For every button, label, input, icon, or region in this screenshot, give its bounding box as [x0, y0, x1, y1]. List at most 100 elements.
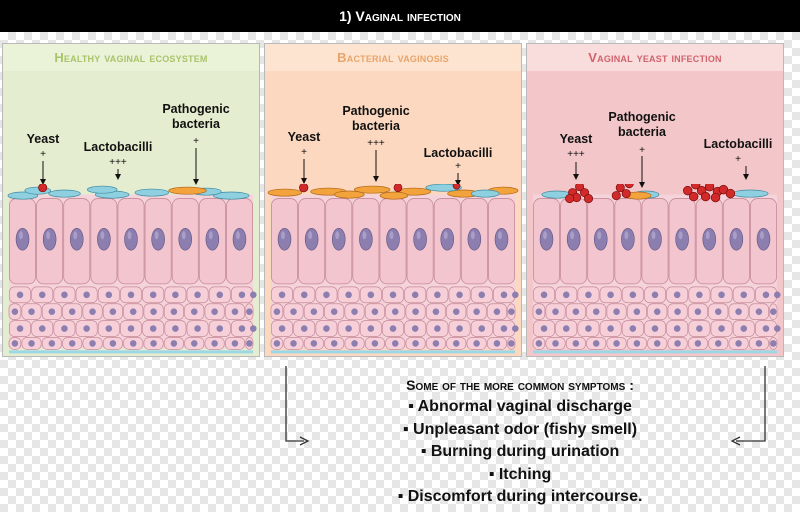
basal-nucleus [68, 308, 76, 315]
basal-nucleus [38, 325, 46, 332]
basal-nucleus [238, 325, 246, 332]
basal-nucleus [674, 340, 681, 347]
nucleus-highlight [651, 231, 656, 240]
nucleus-highlight [760, 231, 764, 240]
basal-nucleus [211, 340, 218, 347]
basal-nucleus [48, 308, 56, 315]
pathogenic-bacterium [267, 188, 303, 197]
sign-lactobacilli: + [735, 154, 741, 165]
basal-nucleus [389, 325, 397, 332]
basal-nucleus [562, 291, 570, 299]
pathogenic-bacterium [353, 185, 391, 194]
page-title: 1) Vaginal infection [0, 0, 800, 32]
yeast-cell [565, 194, 575, 204]
basal-nucleus [535, 340, 543, 347]
cell-nucleus [151, 228, 165, 251]
cell-nucleus [566, 228, 581, 251]
yeast-cell [615, 184, 625, 193]
basal-nucleus [127, 325, 135, 332]
basal-nucleus [127, 291, 135, 299]
nucleus-highlight [281, 231, 286, 240]
basal-nucleus [105, 291, 113, 299]
basal-nucleus [273, 340, 281, 347]
nucleus-highlight [732, 231, 737, 240]
basal-nucleus [508, 308, 515, 315]
nucleus-highlight [19, 231, 24, 240]
cell-nucleus [440, 228, 454, 251]
basal-nucleus [16, 325, 24, 332]
basal-nucleus [493, 340, 501, 347]
basal-nucleus [194, 291, 201, 299]
nucleus-highlight [181, 231, 186, 240]
basal-nucleus [456, 325, 463, 332]
basal-nucleus [11, 308, 19, 315]
basal-nucleus [714, 308, 722, 315]
basal-nucleus [552, 340, 559, 347]
cell-nucleus [467, 228, 482, 251]
basal-nucleus [540, 291, 548, 299]
cell-nucleus [42, 228, 57, 251]
nucleus-highlight [443, 231, 448, 240]
sign-yeast: + [301, 147, 307, 158]
basal-nucleus [478, 291, 486, 299]
basal-nucleus [89, 308, 96, 315]
symptoms-title: Some of the more common symptoms : [406, 377, 634, 393]
basal-nucleus [83, 291, 90, 299]
basal-nucleus [434, 291, 441, 299]
nucleus-highlight [597, 231, 602, 240]
basal-nucleus [674, 308, 681, 315]
basal-nucleus [290, 340, 297, 347]
basal-nucleus [250, 291, 257, 299]
basal-nucleus [540, 325, 548, 332]
basal-nucleus [696, 325, 703, 332]
label-yeast: Yeast [559, 132, 593, 146]
yeast-cell [393, 184, 403, 192]
basal-nucleus [694, 340, 702, 347]
basal-nucleus [278, 325, 286, 332]
basal-nucleus [411, 325, 419, 332]
basal-nucleus [109, 340, 117, 347]
basal-nucleus [478, 325, 486, 332]
lactobacillus [86, 185, 118, 194]
basal-nucleus [391, 308, 399, 315]
label-lactobacilli: Lactobacilli [423, 146, 493, 160]
basal-nucleus [412, 340, 419, 347]
symptom-item: ▪ Itching [488, 465, 552, 483]
symptom-item: ▪ Discomfort during intercourse. [397, 488, 643, 505]
yeast-cell [688, 191, 699, 202]
basal-nucleus [216, 291, 224, 299]
arrows [40, 148, 199, 185]
nucleus-highlight [236, 231, 240, 240]
sign-yeast: +++ [567, 149, 585, 160]
basal-nucleus [300, 291, 308, 299]
basal-nucleus [28, 340, 35, 347]
yeast-cell [575, 184, 585, 192]
lactobacillus [48, 189, 81, 198]
cell-nucleus [756, 228, 771, 251]
basal-nucleus [762, 325, 770, 332]
basal-nucleus [633, 340, 641, 347]
basal-nucleus [109, 308, 117, 315]
arrows [573, 156, 749, 188]
cell-nucleus [97, 228, 111, 251]
basal-nucleus [48, 340, 56, 347]
basal-nucleus [535, 308, 543, 315]
basal-nucleus [696, 291, 703, 299]
basal-nucleus [83, 325, 90, 332]
basal-nucleus [323, 325, 330, 332]
basal-nucleus [585, 291, 592, 299]
nucleus-highlight [678, 231, 683, 240]
basal-nucleus [149, 325, 157, 332]
cell-nucleus [729, 228, 744, 251]
basal-nucleus [651, 325, 659, 332]
cell-nucleus [359, 228, 373, 251]
panel-title: Bacterial vaginosis [265, 44, 521, 71]
cell-nucleus [70, 228, 84, 251]
basal-nucleus [585, 325, 592, 332]
nucleus-highlight [46, 231, 51, 240]
yeast-cell [452, 184, 461, 190]
nucleus-highlight [389, 231, 394, 240]
basal-nucleus [391, 340, 399, 347]
yeast-cell [690, 184, 701, 190]
basal-nucleus [572, 308, 580, 315]
